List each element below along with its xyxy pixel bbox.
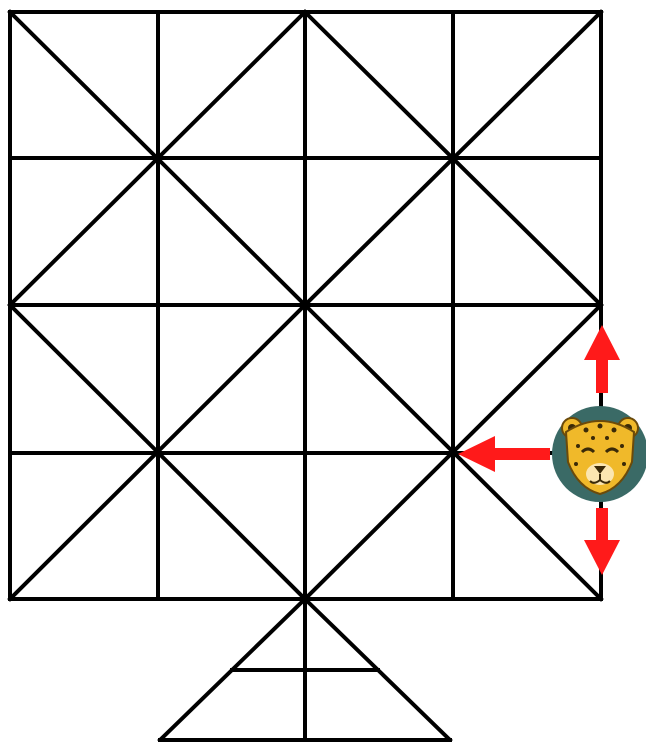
board-node-r1-c4[interactable] [587,144,615,172]
board-node-r2-c1[interactable] [144,291,172,319]
board-node-r4-c1[interactable] [144,585,172,613]
den-node-4[interactable] [291,726,319,742]
den-node-2[interactable] [364,656,392,684]
board-node-r2-c3[interactable] [439,291,467,319]
arrow-left-icon[interactable] [458,436,550,472]
board-lines [10,12,601,740]
board-node-r3-c2[interactable] [291,439,319,467]
arrow-up-icon[interactable] [584,325,620,393]
board-node-r0-c1[interactable] [144,0,172,26]
jaguar-piece[interactable] [552,406,646,502]
board-node-r1-c2[interactable] [291,144,319,172]
board-node-r2-c4[interactable] [587,291,615,319]
board-node-r3-c0[interactable] [0,439,24,467]
board-node-r0-c3[interactable] [439,0,467,26]
board-node-r4-c3[interactable] [439,585,467,613]
board-node-r1-c3[interactable] [439,144,467,172]
board-node-r3-c1[interactable] [144,439,172,467]
board-nodes [0,0,615,742]
board-node-r1-c1[interactable] [144,144,172,172]
board-node-r4-c4[interactable] [587,585,615,613]
den-node-0[interactable] [218,656,246,684]
board-node-r2-c2[interactable] [291,291,319,319]
den-node-1[interactable] [291,656,319,684]
arrow-down-icon[interactable] [584,508,620,575]
board-node-r4-c2[interactable] [291,585,319,613]
board-node-r1-c0[interactable] [0,144,24,172]
